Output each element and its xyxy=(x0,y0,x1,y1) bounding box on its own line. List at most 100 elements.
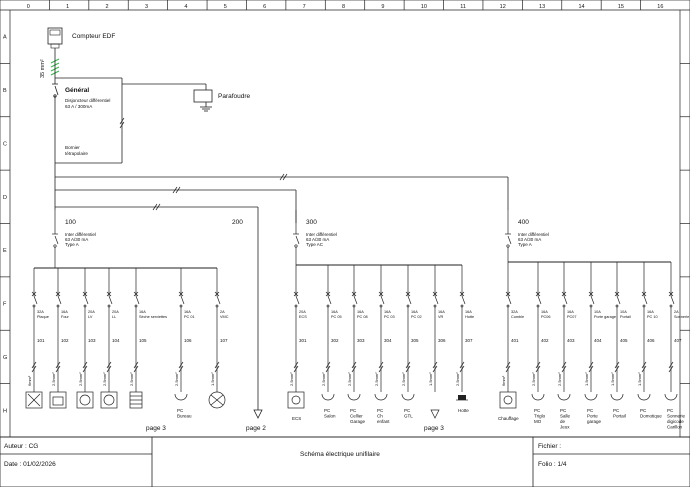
cable-tick xyxy=(405,361,411,369)
breaker-contact xyxy=(353,295,358,305)
circuit-number: 304 xyxy=(384,338,392,343)
breaker-x xyxy=(588,291,594,297)
socket-symbol xyxy=(321,393,335,401)
breaker-contact xyxy=(33,295,38,305)
meter-cable: 35 mm² xyxy=(40,59,46,78)
water-heater-core xyxy=(291,395,301,405)
circuit-number: 302 xyxy=(331,338,339,343)
date: Date : 01/02/2026 xyxy=(4,461,56,468)
breaker-rating: 16A xyxy=(61,310,68,314)
cable-section: 6mm² xyxy=(501,375,506,386)
oven-door xyxy=(52,396,64,406)
breaker-x xyxy=(405,291,411,297)
breaker-name: PC 02 xyxy=(411,315,422,319)
cable-tick xyxy=(293,361,299,369)
breaker-name: PC06 xyxy=(541,315,551,319)
cable-tick xyxy=(178,361,184,369)
cable-tick xyxy=(214,365,220,373)
drawing-title: Schéma électrique unifilaire xyxy=(300,451,380,458)
col-label: 3 xyxy=(145,4,148,10)
cable-tick xyxy=(505,365,511,373)
col-label: 7 xyxy=(303,4,306,10)
cable-tick xyxy=(561,365,567,373)
cable-tick xyxy=(588,361,594,369)
rcd-desc3: Type A xyxy=(65,242,79,247)
cable-tick xyxy=(641,365,647,373)
cable-section: 1.5mm² xyxy=(210,372,215,386)
cable-tick xyxy=(31,361,37,369)
bus-tick xyxy=(282,173,288,181)
breaker-contact xyxy=(108,295,113,305)
cable-section: 2.5mm² xyxy=(289,372,294,386)
breaker-rating: 2A xyxy=(220,310,225,314)
socket-symbol xyxy=(610,393,624,401)
rcd-desc1: Inter différentiel xyxy=(306,232,337,237)
breaker-name: Porte garage xyxy=(594,315,616,319)
cable-section: 2.5mm² xyxy=(321,372,326,386)
col-label: 0 xyxy=(27,4,30,10)
socket-symbol xyxy=(374,393,388,401)
col-label: 10 xyxy=(421,4,427,10)
cable-section: 2.5mm² xyxy=(347,372,352,386)
breaker-contact xyxy=(563,295,568,305)
breaker-x xyxy=(641,291,647,297)
row-label: C xyxy=(3,141,7,147)
load-label: Hotte xyxy=(458,408,469,413)
breaker-rating: 16A xyxy=(567,310,574,314)
breaker-name: PC07 xyxy=(567,315,577,319)
heater-symbol xyxy=(499,391,517,409)
cable-section: 2.5mm² xyxy=(557,372,562,386)
breaker-name: LL xyxy=(112,315,116,319)
breaker-name: VR xyxy=(438,315,444,319)
meter-label: Compteur EDF xyxy=(72,33,115,40)
bus-tick xyxy=(119,117,125,125)
group200-page: page 2 xyxy=(246,425,266,432)
col-label: 5 xyxy=(224,4,227,10)
cable-section: 6mm² xyxy=(27,375,32,386)
col-label: 1 xyxy=(66,4,69,10)
cable-tick xyxy=(614,361,620,369)
group-id: 400 xyxy=(518,219,529,226)
group200-label: 200 xyxy=(232,219,243,226)
main-breaker-desc2: 63 A / 300mA xyxy=(65,104,93,109)
breaker-name: Portail xyxy=(620,315,631,319)
circuit-number: 101 xyxy=(37,338,45,343)
rcd-desc2: 63 A/30 mA xyxy=(518,237,541,242)
circuit-number: 307 xyxy=(465,338,473,343)
row-label: H xyxy=(3,408,7,414)
bus-tick xyxy=(279,173,285,181)
socket-symbol xyxy=(401,393,415,401)
breaker-contact xyxy=(295,295,300,305)
col-label: 13 xyxy=(539,4,545,10)
circuit-number: 106 xyxy=(184,338,192,343)
cable-tick xyxy=(432,361,438,369)
breaker-contact xyxy=(180,295,185,305)
breaker-rating: 16A xyxy=(139,310,146,314)
row-label: A xyxy=(3,35,7,41)
breaker-rating: 16A xyxy=(438,310,445,314)
breaker-x xyxy=(561,291,567,297)
main-breaker-title: Général xyxy=(65,87,89,94)
breaker-x xyxy=(178,291,184,297)
breaker-rating: 16A xyxy=(184,310,191,314)
col-label: 16 xyxy=(657,4,663,10)
breaker-name: PC 03 xyxy=(384,315,395,319)
cable-tick xyxy=(351,361,357,369)
col-label: 8 xyxy=(342,4,345,10)
socket-symbol xyxy=(531,393,545,401)
col-label: 14 xyxy=(578,4,584,10)
breaker-contact xyxy=(643,295,648,305)
breaker-name: Cumble xyxy=(511,315,524,319)
breaker-contact xyxy=(57,295,62,305)
rcd-contact xyxy=(295,235,300,245)
breaker-rating: 16A xyxy=(647,310,654,314)
breaker-x xyxy=(668,291,674,297)
breaker-x xyxy=(325,291,331,297)
col-label: 4 xyxy=(184,4,187,10)
bus-tick xyxy=(155,203,161,211)
breaker-rating: 16A xyxy=(331,310,338,314)
circuit-number: 103 xyxy=(88,338,96,343)
cable-tick xyxy=(535,365,541,373)
col-label: 9 xyxy=(381,4,384,10)
